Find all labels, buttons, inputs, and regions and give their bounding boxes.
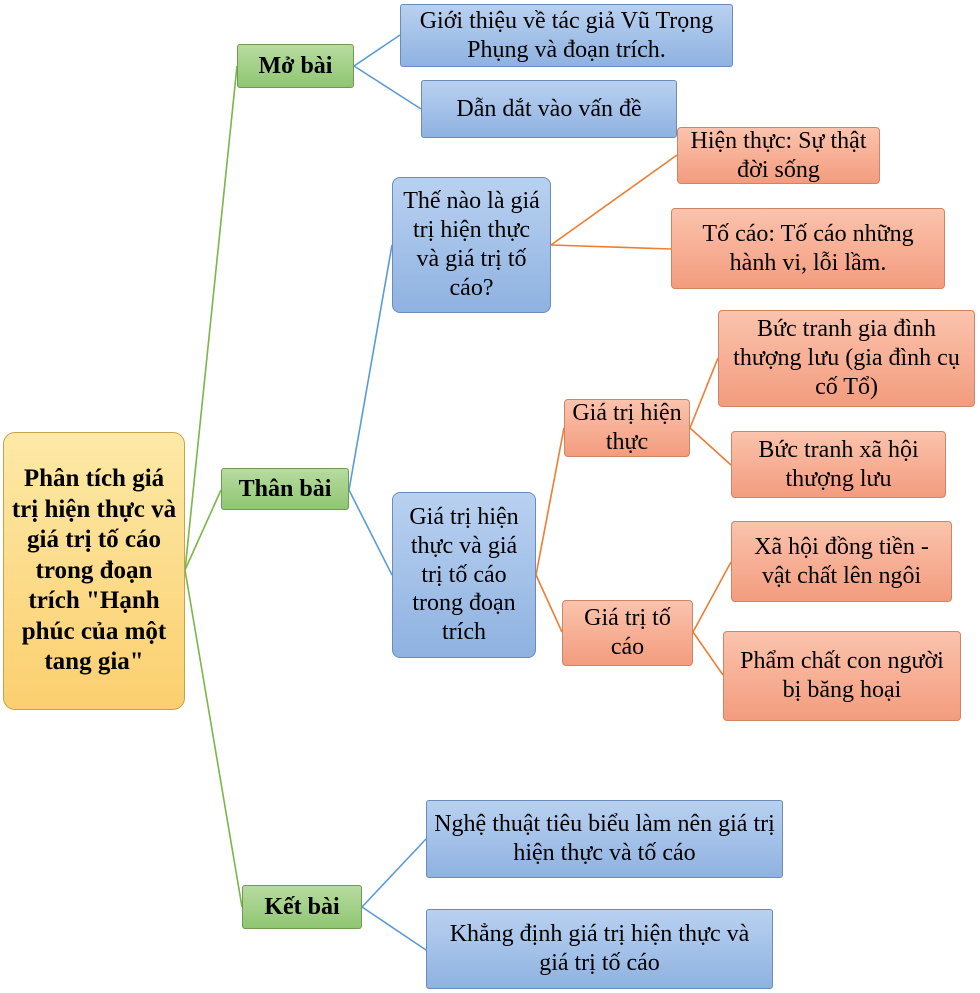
to-cao-item-2-label: Phẩm chất con người bị băng hoại (740, 648, 944, 703)
hien-thuc-definition: Hiện thực: Sự thật đời sống (677, 127, 880, 184)
the-nao-node: Thế nào là giá trị hiện thực và giá trị … (392, 177, 551, 313)
connector-ket-bai-2 (361, 906, 427, 951)
to-cao-item-2: Phẩm chất con người bị băng hoại (723, 631, 961, 721)
mo-bai-item-2: Dẫn dắt vào vấn đề (421, 80, 677, 138)
connector-root-mo-bai (184, 65, 238, 571)
mo-bai-label: Mở bài (258, 52, 333, 79)
mo-bai-node: Mở bài (237, 44, 354, 88)
connector-ket-bai-1 (361, 838, 427, 908)
gia-tri-label: Giá trị hiện thực và giá trị tố cáo tron… (409, 504, 519, 646)
hien-thuc-definition-label: Hiện thực: Sự thật đời sống (690, 127, 867, 183)
to-cao-definition: Tố cáo: Tố cáo những hành vi, lỗi lầm. (671, 208, 945, 289)
to-cao-definition-label: Tố cáo: Tố cáo những hành vi, lỗi lầm. (702, 220, 914, 276)
connector-than-bai-the-nao (348, 244, 393, 491)
connector-to-cao-1 (692, 561, 732, 633)
connector-the-nao-2 (550, 244, 672, 250)
ket-bai-item-2: Khẳng định giá trị hiện thực và giá trị … (426, 909, 773, 989)
connector-gia-tri-to-cao (535, 574, 563, 633)
hien-thuc-item-1: Bức tranh gia đình thượng lưu (gia đình … (718, 310, 975, 407)
connector-gia-tri-hien-thuc (535, 427, 565, 576)
than-bai-node: Thân bài (221, 468, 349, 510)
root-topic: Phân tích giá trị hiện thực và giá trị t… (3, 432, 185, 710)
ket-bai-node: Kết bài (242, 885, 362, 929)
hien-thuc-item-2-label: Bức tranh xã hội thượng lưu (758, 436, 919, 492)
mo-bai-item-1-label: Giới thiệu về tác giả Vũ Trọng Phụng và … (419, 7, 714, 63)
hien-thuc-item-2: Bức tranh xã hội thượng lưu (731, 431, 946, 498)
connector-hien-thuc-2 (689, 427, 732, 466)
connector-mo-bai-1 (353, 34, 401, 67)
ket-bai-item-1-label: Nghệ thuật tiêu biểu làm nên giá trị hiệ… (434, 811, 775, 866)
the-nao-label: Thế nào là giá trị hiện thực và giá trị … (403, 188, 540, 301)
gia-tri-hien-thuc-node: Giá trị hiện thực (564, 399, 690, 457)
root-topic-label: Phân tích giá trị hiện thực và giá trị t… (11, 465, 177, 676)
ket-bai-label: Kết bài (264, 893, 340, 920)
ket-bai-item-2-label: Khẳng định giá trị hiện thực và giá trị … (449, 921, 750, 976)
mo-bai-item-1: Giới thiệu về tác giả Vũ Trọng Phụng và … (400, 4, 733, 67)
connector-to-cao-2 (692, 631, 724, 676)
connector-hien-thuc-1 (689, 357, 719, 429)
than-bai-label: Thân bài (238, 475, 332, 502)
mo-bai-item-2-label: Dẫn dắt vào vấn đề (456, 95, 642, 122)
connector-the-nao-1 (550, 154, 678, 246)
ket-bai-item-1: Nghệ thuật tiêu biểu làm nên giá trị hiệ… (426, 800, 783, 878)
to-cao-item-1: Xã hội đồng tiền - vật chất lên ngôi (731, 521, 952, 602)
gia-tri-hien-thuc-label: Giá trị hiện thực (572, 400, 682, 455)
connector-root-than-bai (184, 489, 222, 571)
gia-tri-to-cao-label: Giá trị tố cáo (584, 605, 671, 660)
gia-tri-node: Giá trị hiện thực và giá trị tố cáo tron… (392, 492, 536, 658)
gia-tri-to-cao-node: Giá trị tố cáo (562, 600, 693, 666)
hien-thuc-item-1-label: Bức tranh gia đình thượng lưu (gia đình … (733, 316, 960, 400)
connector-root-ket-bai (184, 569, 243, 908)
to-cao-item-1-label: Xã hội đồng tiền - vật chất lên ngôi (754, 533, 929, 589)
connector-mo-bai-2 (353, 65, 422, 110)
connector-than-bai-gia-tri (348, 489, 393, 576)
